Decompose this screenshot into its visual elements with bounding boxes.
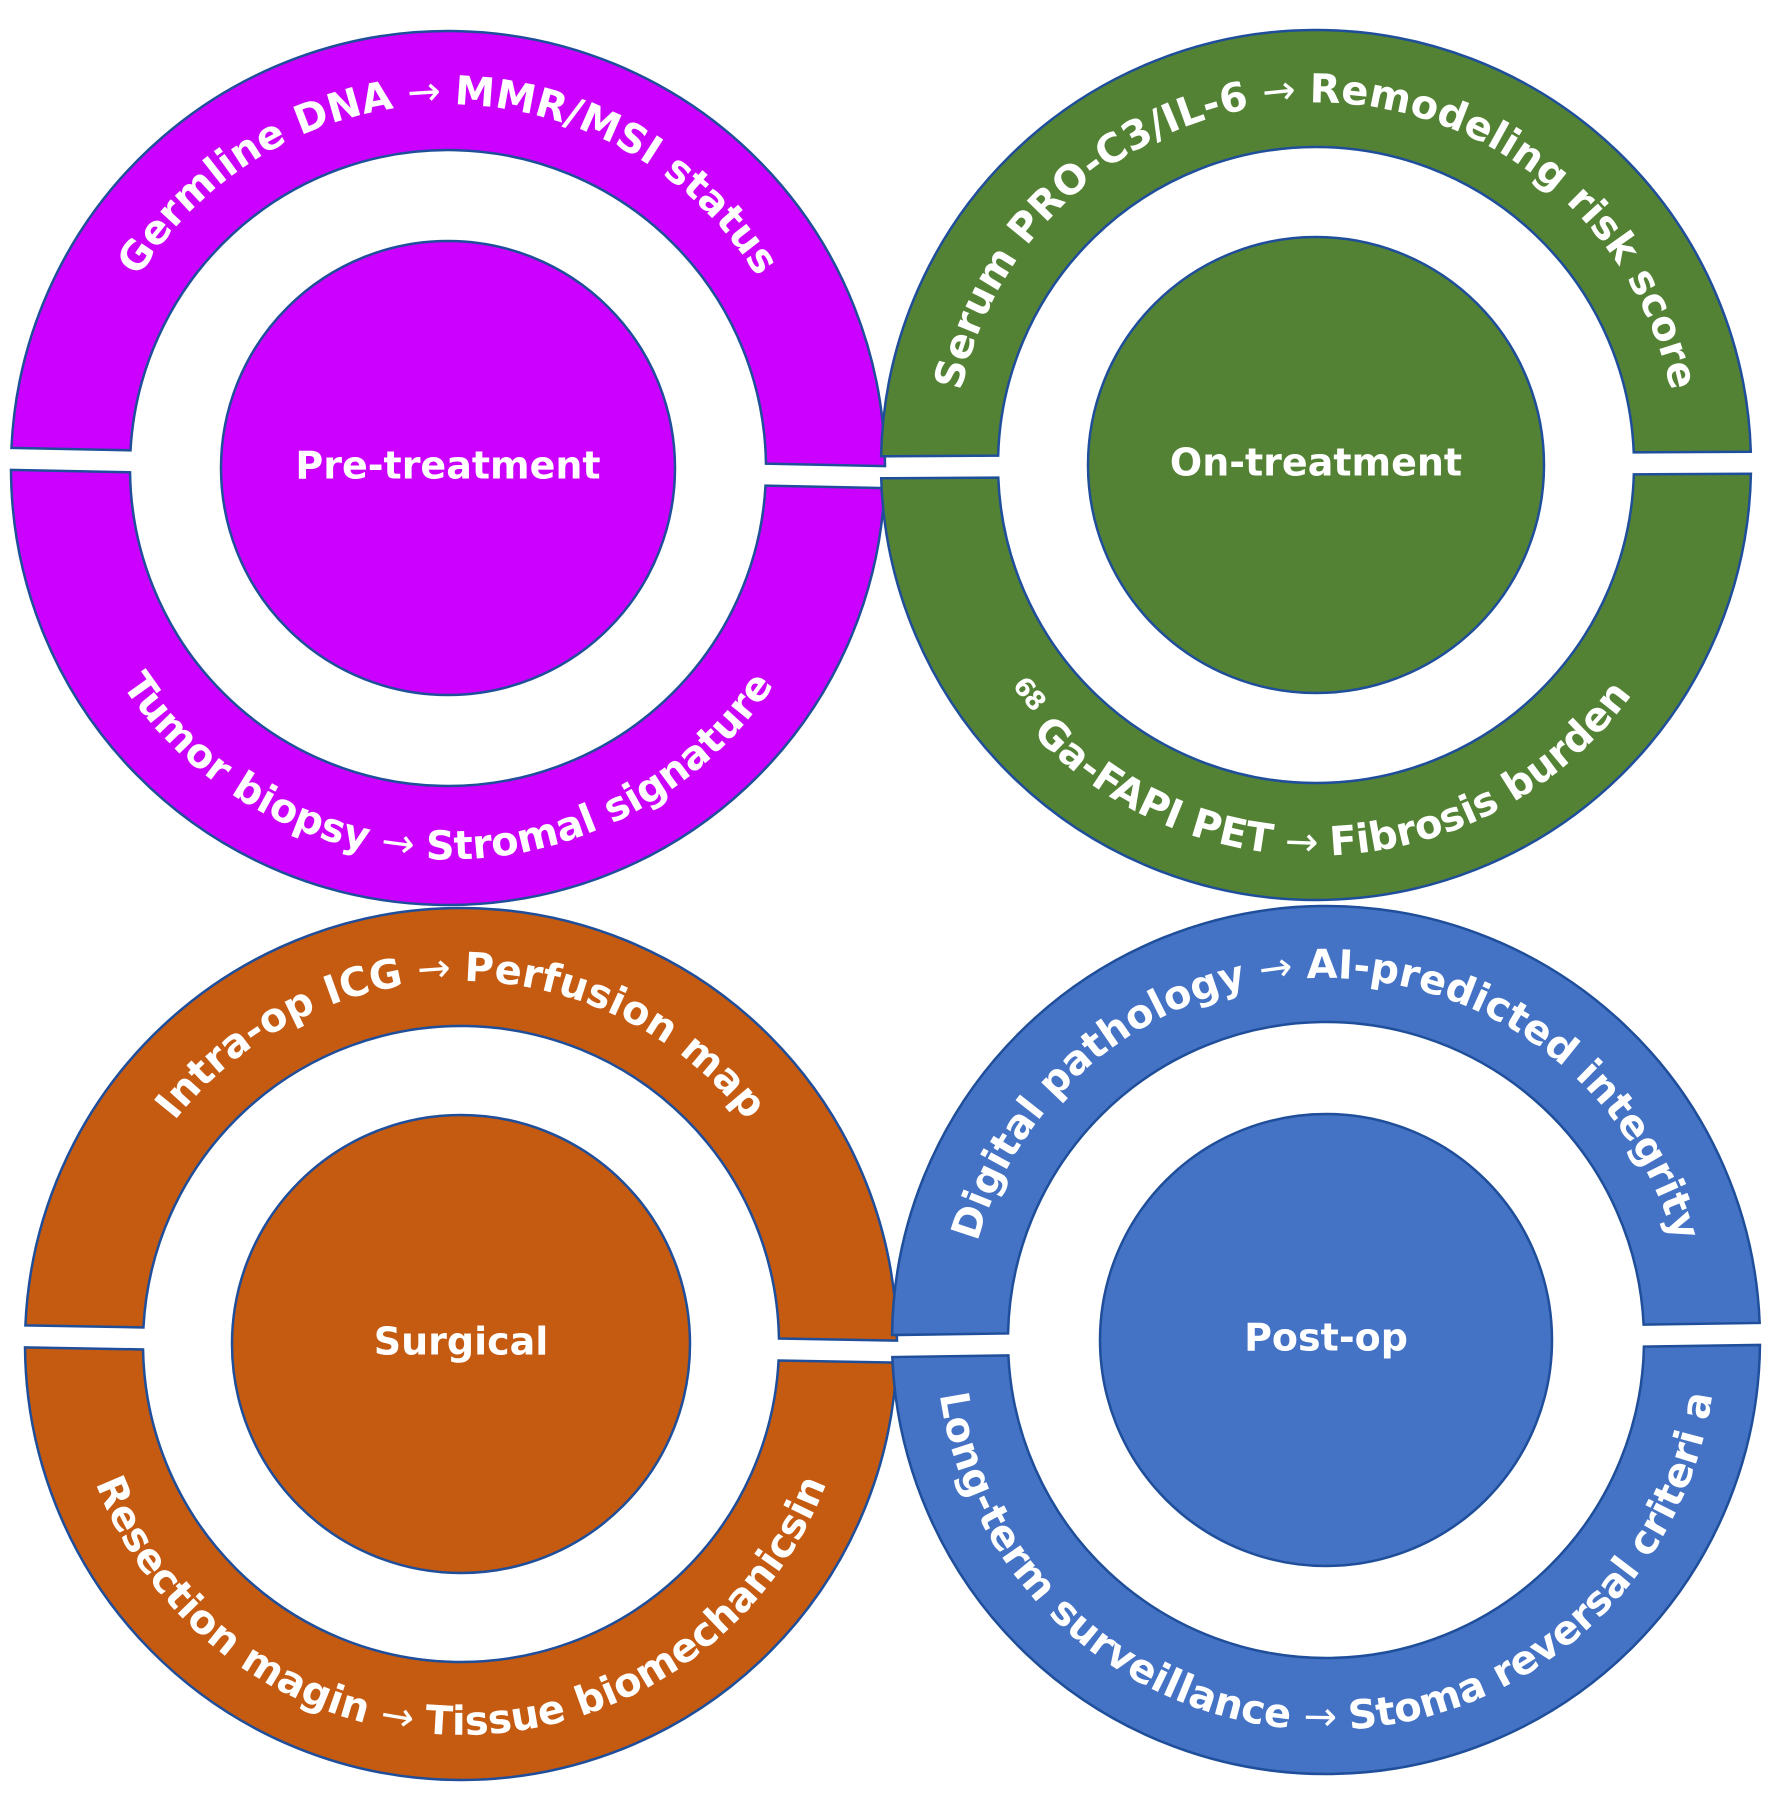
arrow-icon: → (378, 818, 428, 869)
top-arc-segment (24, 906, 899, 1342)
bottom-arc-segment (9, 468, 886, 907)
core-circle (219, 239, 677, 697)
top-arc-segment (890, 904, 1761, 1337)
stage-label: Surgical (374, 1320, 549, 1364)
core-circle (230, 1113, 692, 1575)
arrow-icon: → (1260, 67, 1310, 116)
bottom-arc-segment (879, 472, 1753, 902)
top-arc-segment (10, 29, 887, 468)
arrow-icon: → (1284, 819, 1331, 866)
top-arc-segment (879, 28, 1753, 458)
arrow-icon: → (377, 1691, 428, 1743)
bottom-arc-segment (891, 1343, 1762, 1776)
arrow-icon: → (415, 945, 464, 993)
stage-label: Post-op (1244, 1316, 1408, 1360)
core-circle (1098, 1112, 1554, 1568)
stage-label: Pre-treatment (295, 444, 600, 488)
stage-label: On-treatment (1170, 441, 1462, 485)
arrow-icon: → (1303, 1693, 1350, 1740)
arrow-icon: → (406, 68, 454, 116)
stage-surgical: Intra-op ICG → Perfusion map Resection m… (23, 906, 899, 1782)
stage-on-treatment: Serum PRO-C3/IL-6 → Remodeling risk scor… (879, 28, 1753, 902)
core-circle (1086, 235, 1546, 695)
stage-post-op: Digital pathology → AI-predicted integri… (890, 904, 1762, 1776)
bottom-arc-segment (23, 1346, 898, 1782)
stage-pre-treatment: Germline DNA → MMR/MSI status Tumor biop… (9, 29, 887, 907)
arrow-icon: → (1256, 943, 1307, 994)
